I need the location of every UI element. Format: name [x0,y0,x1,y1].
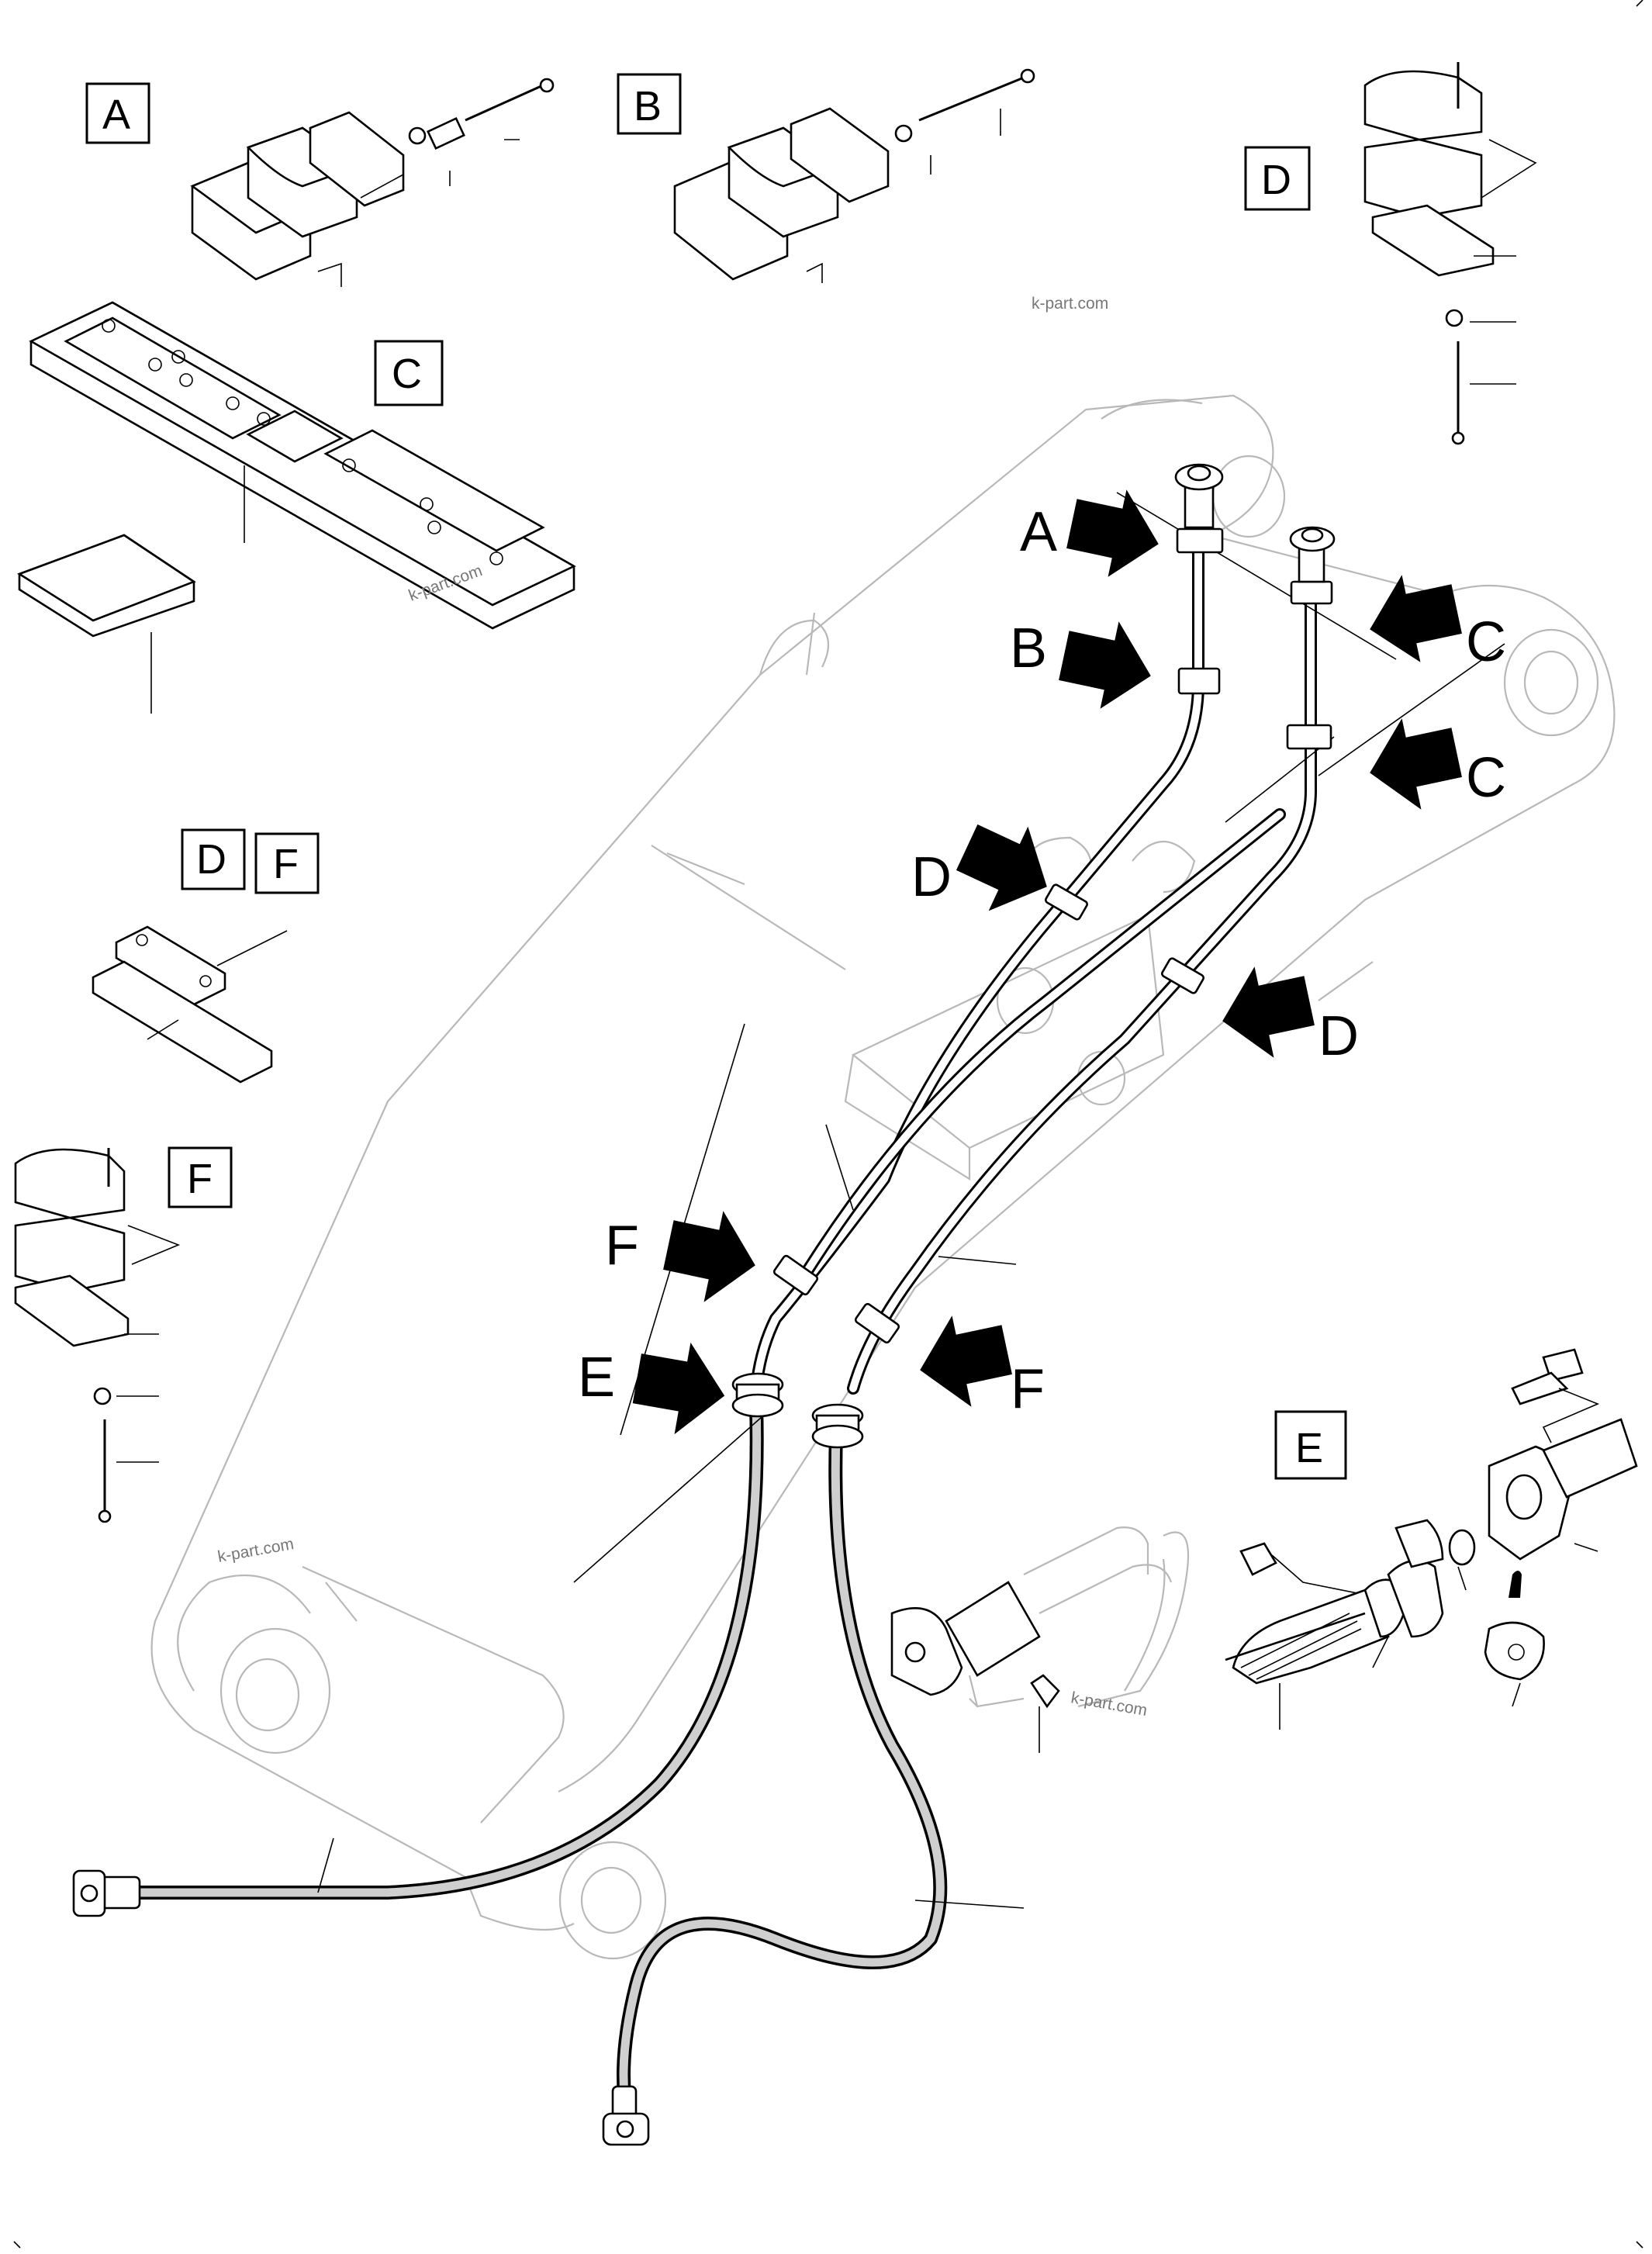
callout-C-lower: C [1466,747,1506,809]
callout-C-upper: C [1466,611,1506,673]
corner-mark-bottom-right [1636,2241,1643,2249]
detail-B: B [617,68,1035,283]
clamp-D-left [1045,883,1088,921]
callout-E: E [578,1347,615,1409]
clamp-A-top [1174,463,1224,554]
hose-end-left [72,1869,141,1917]
clamp-B [1177,667,1221,695]
callout-F-right: F [1011,1358,1045,1420]
clamp-F-left [772,1254,819,1296]
callout-B: B [1010,617,1047,679]
watermark-boom: k-part.com [216,1535,295,1566]
clamp-D-right [1161,957,1204,994]
detail-DF-label-D: D [196,836,226,883]
detail-C: C [17,301,576,714]
flange-E-left [731,1372,784,1418]
detail-F: F [14,1146,233,1523]
detail-A-label: A [102,92,130,138]
detail-DF-label-F: F [273,841,299,887]
corner-mark-bottom-left [13,2241,21,2249]
callout-A: A [1020,501,1057,563]
bolt-heads [102,319,503,565]
watermark-top: k-part.com [1032,295,1108,313]
detail-C-label: C [392,351,422,397]
callout-D-right: D [1318,1005,1359,1067]
clamp-C-top [1289,526,1336,605]
clamp-F-right [854,1302,900,1344]
callout-arrows [632,489,1462,1435]
corner-mark-top-right [1636,0,1643,7]
callout-D-left: D [911,846,952,908]
detail-A: A [85,78,555,287]
callout-F-left: F [605,1215,639,1277]
detail-D: D [1244,62,1537,445]
detail-E-label: E [1295,1425,1323,1471]
watermark-detail-e: k-part.com [1070,1689,1149,1720]
hose-end-right [602,2085,650,2146]
detail-D-label: D [1261,157,1291,203]
clamp-C-lower [1286,724,1332,750]
hose-braid [1240,1613,1362,1680]
flange-E-right [811,1403,864,1449]
detail-B-label: B [634,83,662,130]
hose-lines [125,490,1505,2101]
detail-F-label: F [187,1156,213,1202]
detail-DF: D F [92,828,320,1084]
detail-E: E [890,1348,1638,1753]
